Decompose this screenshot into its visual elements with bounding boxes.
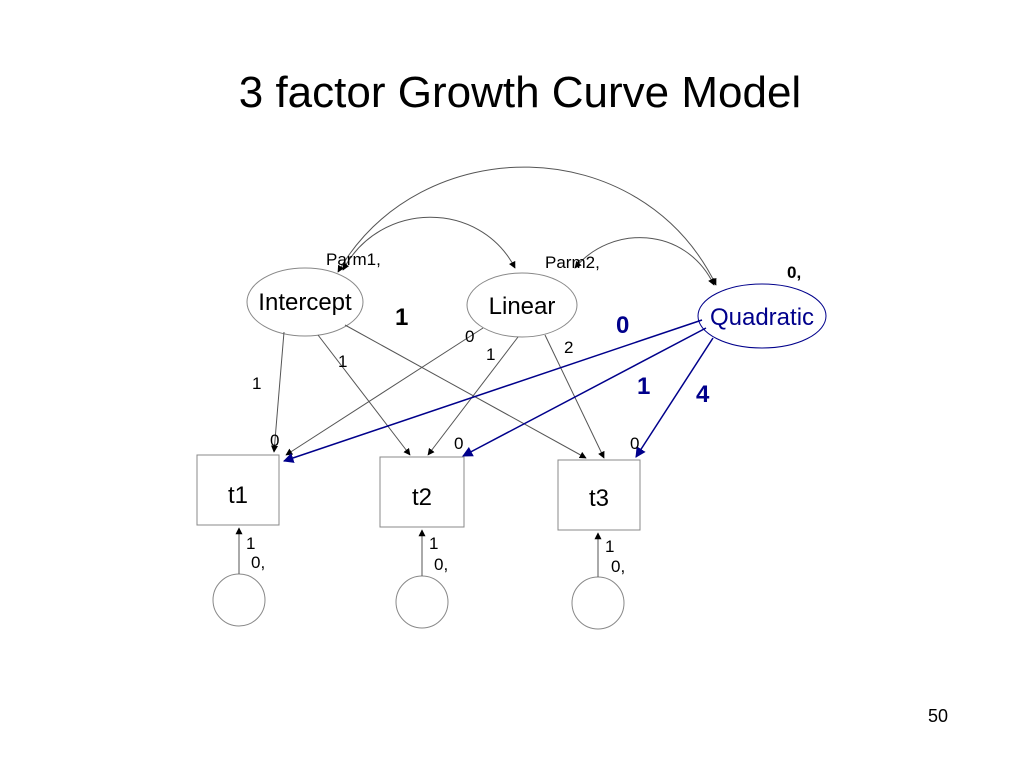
path-intercept-t3 <box>344 324 587 459</box>
loading-quadratic-t1: 0 <box>616 312 629 339</box>
loading-linear-t2: 1 <box>486 345 495 364</box>
t1-error-variance-label: 0, <box>251 553 265 572</box>
t1-intercept-label: 0 <box>270 431 279 450</box>
loading-linear-t3: 2 <box>564 338 573 357</box>
path-intercept-t1 <box>271 331 285 453</box>
t2-intercept-label: 0 <box>454 434 463 453</box>
t3-error-path-label: 1 <box>605 537 614 556</box>
t2-box <box>379 456 465 528</box>
t1-error <box>212 573 266 627</box>
linear-factor-label: Linear <box>489 293 556 320</box>
loading-quadratic-t2: 1 <box>637 373 650 400</box>
path-intercept-t2 <box>317 334 411 456</box>
path-quadratic-t2 <box>462 327 707 457</box>
loading-intercept-t1: 1 <box>252 374 261 393</box>
covariance-linear-quadratic <box>574 237 715 286</box>
t1-label: t1 <box>228 482 248 509</box>
intercept-variance-label: Parm1, <box>326 250 381 269</box>
t3-error <box>571 576 625 630</box>
quadratic-factor <box>697 283 827 349</box>
t3-label: t3 <box>589 485 609 512</box>
t2-error <box>395 575 449 629</box>
linear-factor <box>466 272 578 338</box>
page-number: 50 <box>928 706 949 726</box>
t3-box <box>557 459 641 531</box>
t3-intercept-label: 0 <box>630 434 639 453</box>
loading-intercept-t3: 1 <box>395 304 408 331</box>
quadratic-factor-label: Quadratic <box>710 304 814 331</box>
loading-intercept-t2: 1 <box>338 352 347 371</box>
path-linear-t2 <box>427 336 519 456</box>
loading-linear-t1: 0 <box>465 327 474 346</box>
slide-title: 3 factor Growth Curve Model <box>238 68 802 117</box>
path-quadratic-t1 <box>283 319 703 463</box>
t2-error-variance-label: 0, <box>434 555 448 574</box>
linear-variance-label: Parm2, <box>545 253 600 272</box>
intercept-factor <box>246 267 364 337</box>
quadratic-variance-label: 0, <box>787 263 801 282</box>
t1-box <box>196 454 280 526</box>
covariance-intercept-quadratic <box>337 166 717 286</box>
t1-error-path-label: 1 <box>246 534 255 553</box>
path-quadratic-t3 <box>635 337 714 458</box>
path-linear-t1 <box>285 327 484 456</box>
t2-error-path-label: 1 <box>429 534 438 553</box>
loading-quadratic-t3: 4 <box>696 381 710 408</box>
t2-label: t2 <box>412 484 432 511</box>
intercept-factor-label: Intercept <box>258 289 352 316</box>
t3-error-variance-label: 0, <box>611 557 625 576</box>
covariance-intercept-linear <box>342 216 516 271</box>
